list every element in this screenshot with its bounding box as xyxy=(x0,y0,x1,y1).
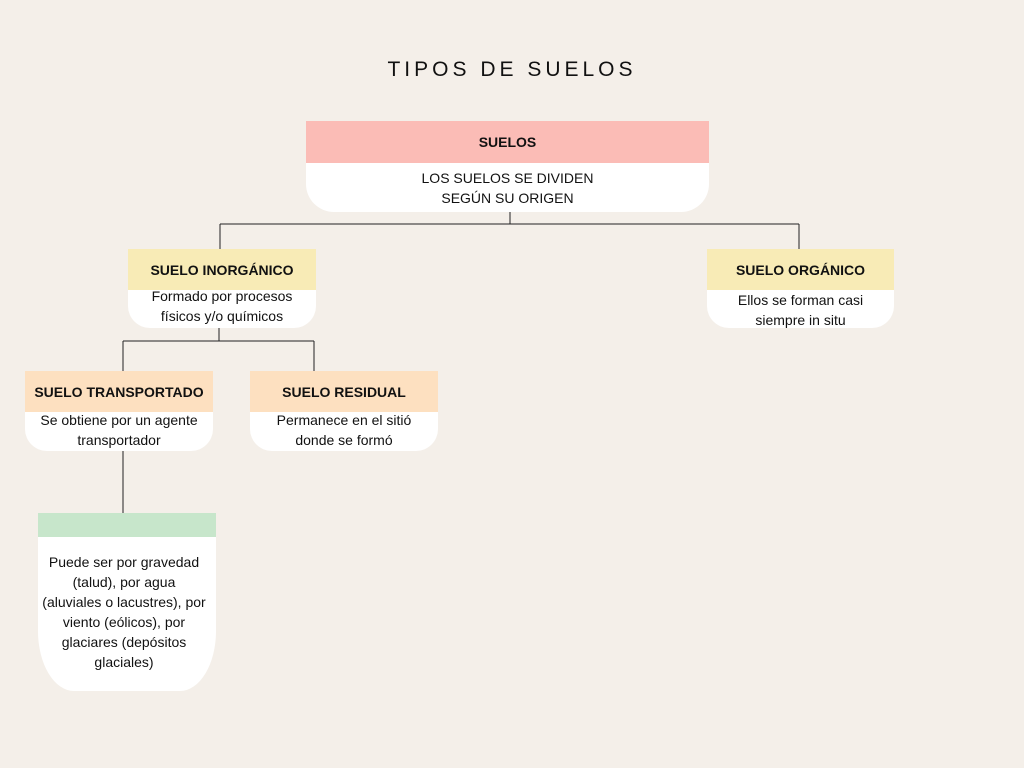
node-transporte-tipos-body: Puede ser por gravedad (talud), por agua… xyxy=(38,537,216,691)
node-suelo-organico: SUELO ORGÁNICO Ellos se forman casi siem… xyxy=(707,249,894,328)
node-residual-text-line: Permanece en el sitió xyxy=(276,412,412,428)
node-suelo-inorganico: SUELO INORGÁNICO Formado por procesos fí… xyxy=(128,249,316,328)
node-organico-text-line: siempre in situ xyxy=(755,312,846,328)
node-transportado-text-line: transportador xyxy=(77,432,161,448)
node-organico-label: SUELO ORGÁNICO xyxy=(735,261,866,278)
node-inorganico-body: Formado por procesos físicos y/o químico… xyxy=(128,288,316,328)
node-suelos-label: SUELOS xyxy=(478,134,537,150)
node-residual-text-line: donde se formó xyxy=(295,432,393,448)
node-inorganico-label: SUELO INORGÁNICO xyxy=(150,261,294,278)
node-suelos-body: LOS SUELOS SE DIVIDEN SEGÚN SU ORIGEN xyxy=(306,163,709,212)
node-suelos: SUELOS LOS SUELOS SE DIVIDEN SEGÚN SU OR… xyxy=(306,121,709,212)
node-suelo-residual: SUELO RESIDUAL Permanece en el sitió don… xyxy=(250,371,438,451)
node-transporte-tipos-text-line: (talud), por agua xyxy=(72,574,176,590)
node-suelos-text-line: SEGÚN SU ORIGEN xyxy=(441,189,574,206)
node-transporte-tipos-header xyxy=(38,513,216,537)
node-transportado-body: Se obtiene por un agente transportador xyxy=(25,412,213,451)
node-inorganico-text-line: físicos y/o químicos xyxy=(160,308,284,324)
node-suelos-text-line: LOS SUELOS SE DIVIDEN xyxy=(421,169,594,186)
node-transportado-header: SUELO TRANSPORTADO xyxy=(25,371,213,412)
node-transporte-tipos-text-line: glaciales) xyxy=(94,654,154,670)
node-residual-label: SUELO RESIDUAL xyxy=(282,383,406,400)
connector-root-children xyxy=(219,212,800,249)
diagram-title: TIPOS DE SUELOS xyxy=(387,58,637,81)
node-transporte-tipos-text-line: (aluviales o lacustres), por xyxy=(42,594,206,610)
connector-inorganico-children xyxy=(122,328,315,371)
node-organico-body: Ellos se forman casi siempre in situ xyxy=(707,290,894,328)
node-organico-text-line: Ellos se forman casi xyxy=(737,292,864,308)
node-transporte-tipos-text-line: Puede ser por gravedad xyxy=(48,554,200,570)
node-transportado-text-line: Se obtiene por un agente xyxy=(40,412,198,428)
node-inorganico-header: SUELO INORGÁNICO xyxy=(128,249,316,290)
node-transporte-tipos-text-line: viento (eólicos), por xyxy=(62,614,186,630)
node-suelo-transportado: SUELO TRANSPORTADO Se obtiene por un age… xyxy=(25,371,213,451)
node-residual-header: SUELO RESIDUAL xyxy=(250,371,438,412)
node-residual-body: Permanece en el sitió donde se formó xyxy=(250,412,438,451)
node-inorganico-text-line: Formado por procesos xyxy=(151,288,293,304)
node-suelos-header: SUELOS xyxy=(306,121,709,163)
node-transporte-tipos-text-line: glaciares (depósitos xyxy=(61,634,187,650)
node-transporte-tipos: Puede ser por gravedad (talud), por agua… xyxy=(38,513,216,691)
node-organico-header: SUELO ORGÁNICO xyxy=(707,249,894,290)
node-transportado-label: SUELO TRANSPORTADO xyxy=(34,383,204,400)
